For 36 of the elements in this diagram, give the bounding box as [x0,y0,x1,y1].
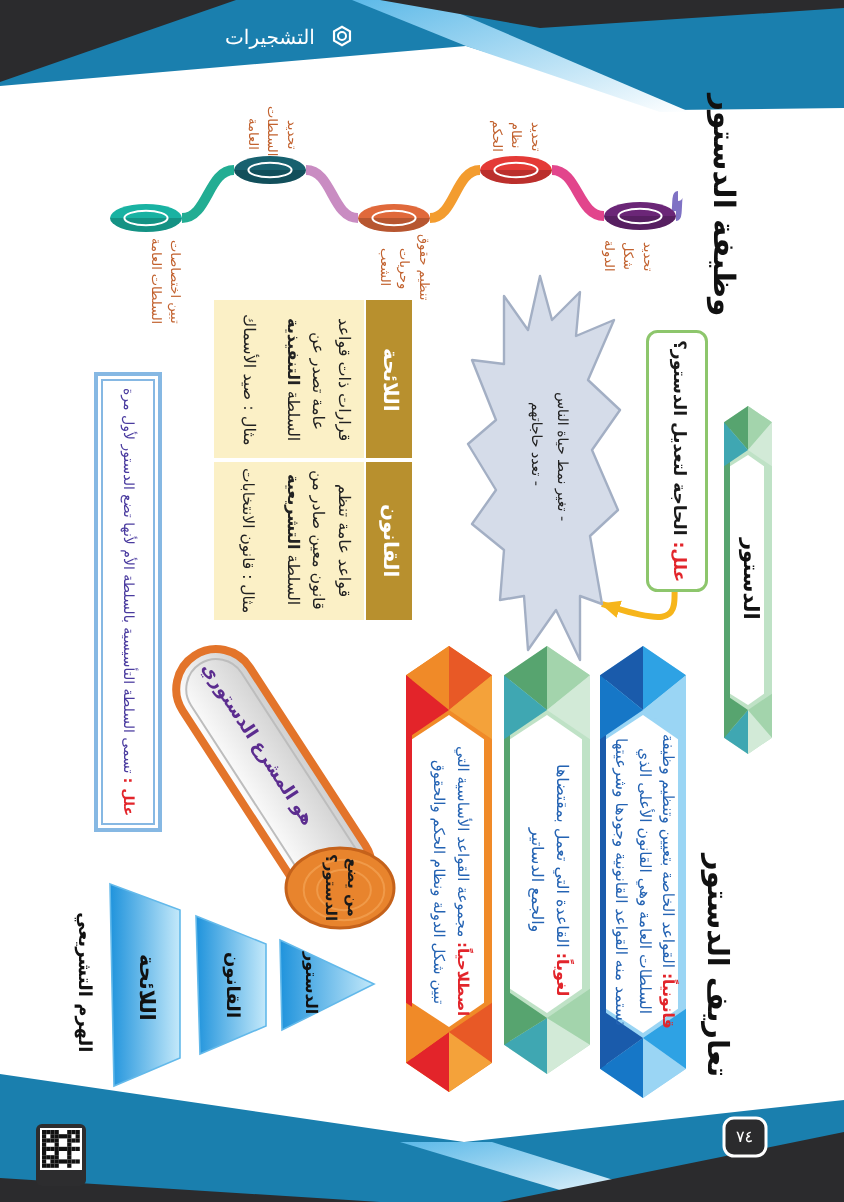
chain-band [305,165,359,223]
ribbon-banner [724,406,772,754]
timeline-disc [358,204,430,232]
question-text: علل: الحاجة لتعديل الدستور؟ [665,339,690,581]
pyramid-tier [106,880,184,1090]
timeline-disc [604,202,676,230]
chain-band [671,195,683,217]
example-text: مثال : صيد الأسماك [238,314,260,446]
ribbon-label: الدستور [735,537,764,619]
pyramid-title: الهرم التشريعي [71,912,95,1053]
definition-ribbon [406,646,492,1092]
timeline-disc [110,204,182,232]
section-title: وظيفة الدستور [704,93,743,316]
curved-arrow [600,591,678,620]
question-box [646,330,708,592]
section-title: تعاريف الدستور [697,854,734,1078]
definition-ribbon [504,646,590,1074]
timeline-disc [234,156,306,184]
pyramid-tier [192,912,270,1058]
tier-label: اللائحة [131,953,160,1020]
answer-text: هو المشرع الدستوري [193,659,316,832]
pyramid-tier [278,938,378,1034]
section-header: التشجيرات [225,25,315,51]
starburst-shape [464,272,624,664]
chain-band [429,165,481,223]
chain-band [181,165,235,223]
tier-label: القانون [219,951,243,1018]
page-number: ٧٤ [736,1127,754,1148]
timeline-disc [480,156,552,184]
tier-label: الدستور [300,955,322,1015]
row-heading: اللائحة [376,348,402,412]
definition-ribbon [600,646,686,1098]
question-box [94,372,162,832]
chain-band [551,165,605,221]
definition-text: لغوياً: القاعدة التي تعمل بمقتضاها والجمع الدساتير [525,761,574,1001]
row-heading: القانون [376,503,402,577]
